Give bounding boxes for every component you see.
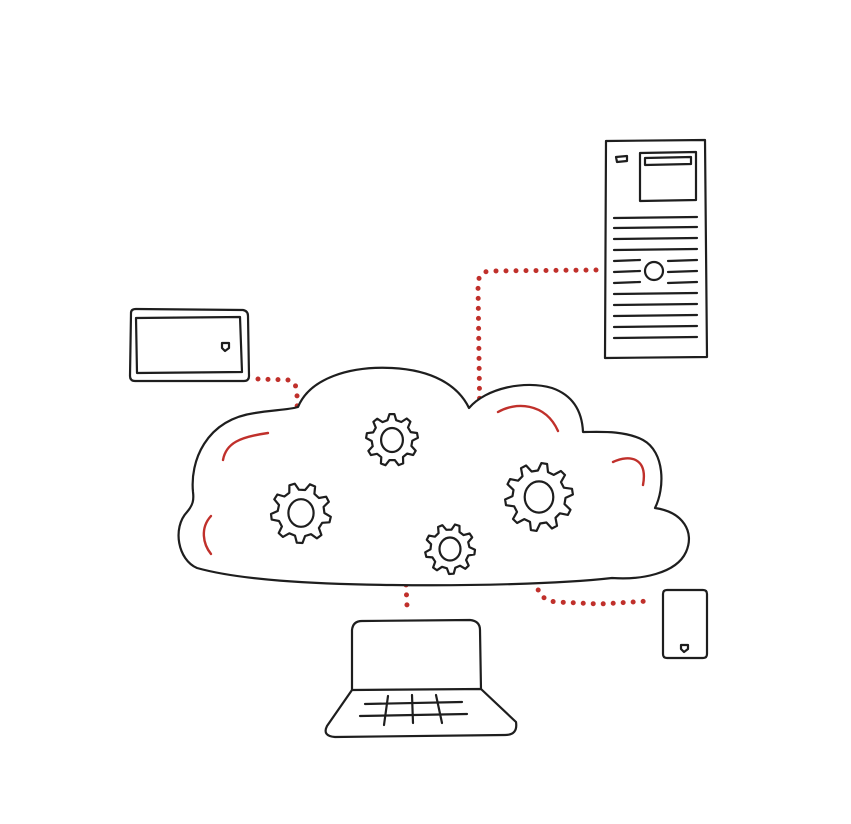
server-vent-line bbox=[666, 280, 699, 285]
server-vent-line bbox=[612, 324, 699, 329]
laptop-screen bbox=[350, 618, 483, 693]
gear-hole bbox=[380, 426, 405, 454]
gear-hole bbox=[438, 536, 462, 562]
gear-icon bbox=[424, 523, 477, 576]
phone-body bbox=[661, 588, 709, 660]
server-vent-line bbox=[612, 280, 642, 285]
phone-home-button bbox=[679, 643, 690, 654]
server-tower-icon bbox=[603, 138, 709, 360]
server-vent-line bbox=[612, 335, 699, 340]
gear-hole bbox=[523, 480, 555, 514]
server-drive-slot bbox=[643, 155, 693, 167]
laptop-icon bbox=[324, 618, 518, 739]
server-vent-line bbox=[612, 225, 699, 230]
link-tablet-to-gear bbox=[255, 376, 301, 473]
gear-hole bbox=[287, 498, 315, 528]
keyboard-line bbox=[382, 694, 390, 727]
server-vent-line bbox=[612, 269, 642, 274]
server-vent-line bbox=[612, 313, 699, 318]
gear-body bbox=[424, 523, 477, 576]
tablet-icon bbox=[128, 307, 251, 383]
server-vent-line bbox=[612, 215, 699, 220]
server-vent-line bbox=[612, 236, 699, 241]
server-led bbox=[614, 154, 629, 164]
gear-icon bbox=[504, 462, 574, 532]
keyboard-line bbox=[434, 693, 444, 725]
server-power-button bbox=[643, 260, 665, 282]
gear-icon bbox=[269, 482, 332, 545]
cloud-highlights bbox=[202, 404, 646, 556]
link-gear-to-phone bbox=[533, 537, 653, 607]
server-vent-line bbox=[666, 269, 699, 274]
server-vent-line bbox=[612, 291, 699, 296]
gear-body bbox=[365, 413, 419, 467]
gear-body bbox=[504, 462, 574, 532]
laptop-keyboard bbox=[358, 693, 469, 727]
cloud-highlight bbox=[496, 404, 560, 433]
tablet-home-button bbox=[220, 341, 231, 353]
smartphone-icon bbox=[661, 588, 709, 660]
tablet-body bbox=[128, 307, 251, 383]
server-vent-line bbox=[666, 258, 699, 263]
server-vents bbox=[612, 215, 699, 340]
keyboard-line bbox=[410, 693, 415, 725]
server-vent-line bbox=[612, 247, 699, 252]
cloud-highlight bbox=[221, 431, 270, 462]
gears bbox=[269, 413, 574, 576]
keyboard-line bbox=[363, 700, 464, 706]
laptop-base bbox=[324, 687, 518, 739]
server-drive-bay bbox=[638, 150, 698, 203]
cloud-highlight bbox=[611, 457, 646, 487]
gear-icon bbox=[365, 413, 419, 467]
server-vent-line bbox=[612, 258, 642, 263]
tablet-screen bbox=[134, 315, 244, 375]
gear-body bbox=[269, 482, 332, 545]
cloud-highlight bbox=[202, 514, 213, 556]
server-vent-line bbox=[612, 302, 699, 307]
